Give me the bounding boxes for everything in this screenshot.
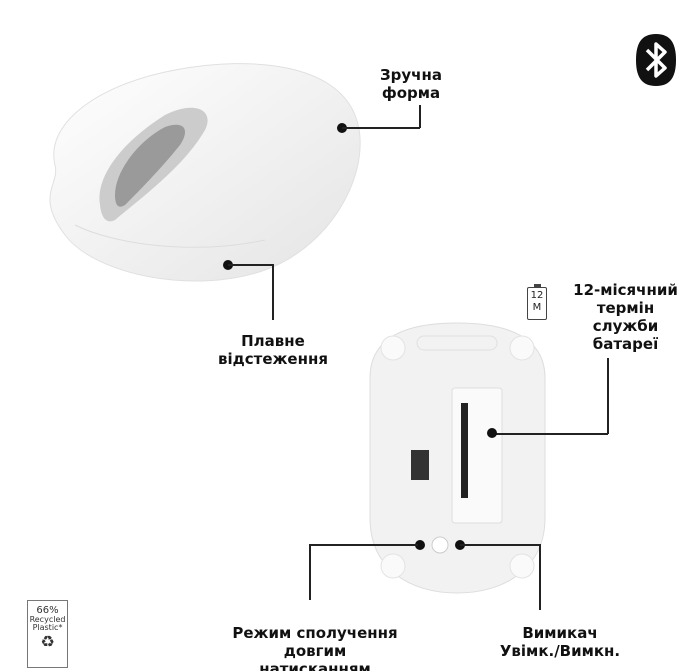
recycled-plastic-badge: 66% Recycled Plastic* ♻	[27, 600, 68, 668]
bluetooth-icon	[636, 34, 676, 86]
mouse-top-view	[49, 63, 361, 282]
mouse-bottom-view	[369, 322, 546, 594]
battery-dot	[487, 428, 497, 438]
pairing-dot	[415, 540, 425, 550]
recycle-icon: ♻	[40, 632, 55, 651]
